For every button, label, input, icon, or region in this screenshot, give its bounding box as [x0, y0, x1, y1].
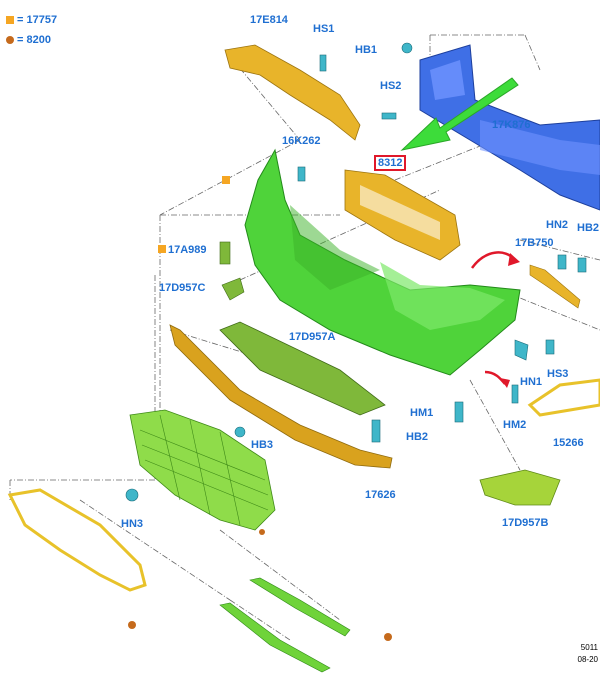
- panel-17D957B: [479, 469, 561, 506]
- reference-date: 08-20: [577, 655, 598, 664]
- callout-HB2-top: HB2: [577, 222, 600, 234]
- callout-HB3: HB3: [251, 439, 274, 451]
- fastener-dots-8200: [128, 529, 392, 641]
- lower-strips: [219, 577, 351, 673]
- bezel-15266: [527, 378, 600, 417]
- bracket-17E814: [224, 44, 361, 141]
- callout-17B750: 17B750: [515, 237, 554, 249]
- callout-HM1: HM1: [410, 407, 434, 419]
- reinforcement-17K876: [419, 44, 600, 211]
- callout-17626: 17626: [365, 489, 396, 501]
- callout-8312: 8312: [374, 155, 407, 171]
- marker-squares-17757: [158, 176, 230, 253]
- small-brackets: [219, 241, 529, 361]
- lower-grille-17D957A: [219, 321, 386, 416]
- trim-strip-17626: [169, 324, 393, 469]
- callout-HM2: HM2: [503, 419, 527, 431]
- callout-HS2: HS2: [380, 80, 402, 92]
- callout-15266: 15266: [553, 437, 584, 449]
- callout-17D957A: 17D957A: [289, 331, 336, 343]
- circle-symbol-icon: [6, 36, 14, 45]
- reference-number: 5011: [580, 643, 598, 652]
- callout-17K876: 17K876: [492, 119, 531, 131]
- callout-HS3: HS3: [547, 368, 569, 380]
- callout-HN1: HN1: [520, 376, 543, 388]
- callout-16K262: 16K262: [282, 135, 321, 147]
- legend-text: = 8200: [17, 34, 51, 46]
- callout-HN2-top: HN2: [546, 219, 569, 231]
- upper-grille: [129, 409, 276, 531]
- callout-17D957B: 17D957B: [502, 517, 549, 529]
- callout-17E814: 17E814: [250, 14, 288, 26]
- legend-item-8200: = 8200: [6, 34, 51, 46]
- green-arrow: [400, 77, 519, 151]
- callout-HB2: HB2: [406, 431, 429, 443]
- bumper-cover: [244, 148, 521, 376]
- callout-HN3: HN3: [121, 518, 144, 530]
- absorber-8312: [344, 169, 461, 261]
- grille-frame-outline: [7, 488, 147, 592]
- bracket-17B750: [529, 264, 581, 309]
- fasteners: [125, 42, 587, 502]
- legend-item-17757: = 17757: [6, 14, 57, 26]
- callout-HB1: HB1: [355, 44, 378, 56]
- callout-17A989: 17A989: [168, 244, 207, 256]
- square-symbol-icon: [6, 16, 14, 25]
- red-arrowheads: [500, 253, 520, 388]
- callout-17D957C: 17D957C: [159, 282, 206, 294]
- legend-text: = 17757: [17, 14, 58, 26]
- callout-HS1: HS1: [313, 23, 335, 35]
